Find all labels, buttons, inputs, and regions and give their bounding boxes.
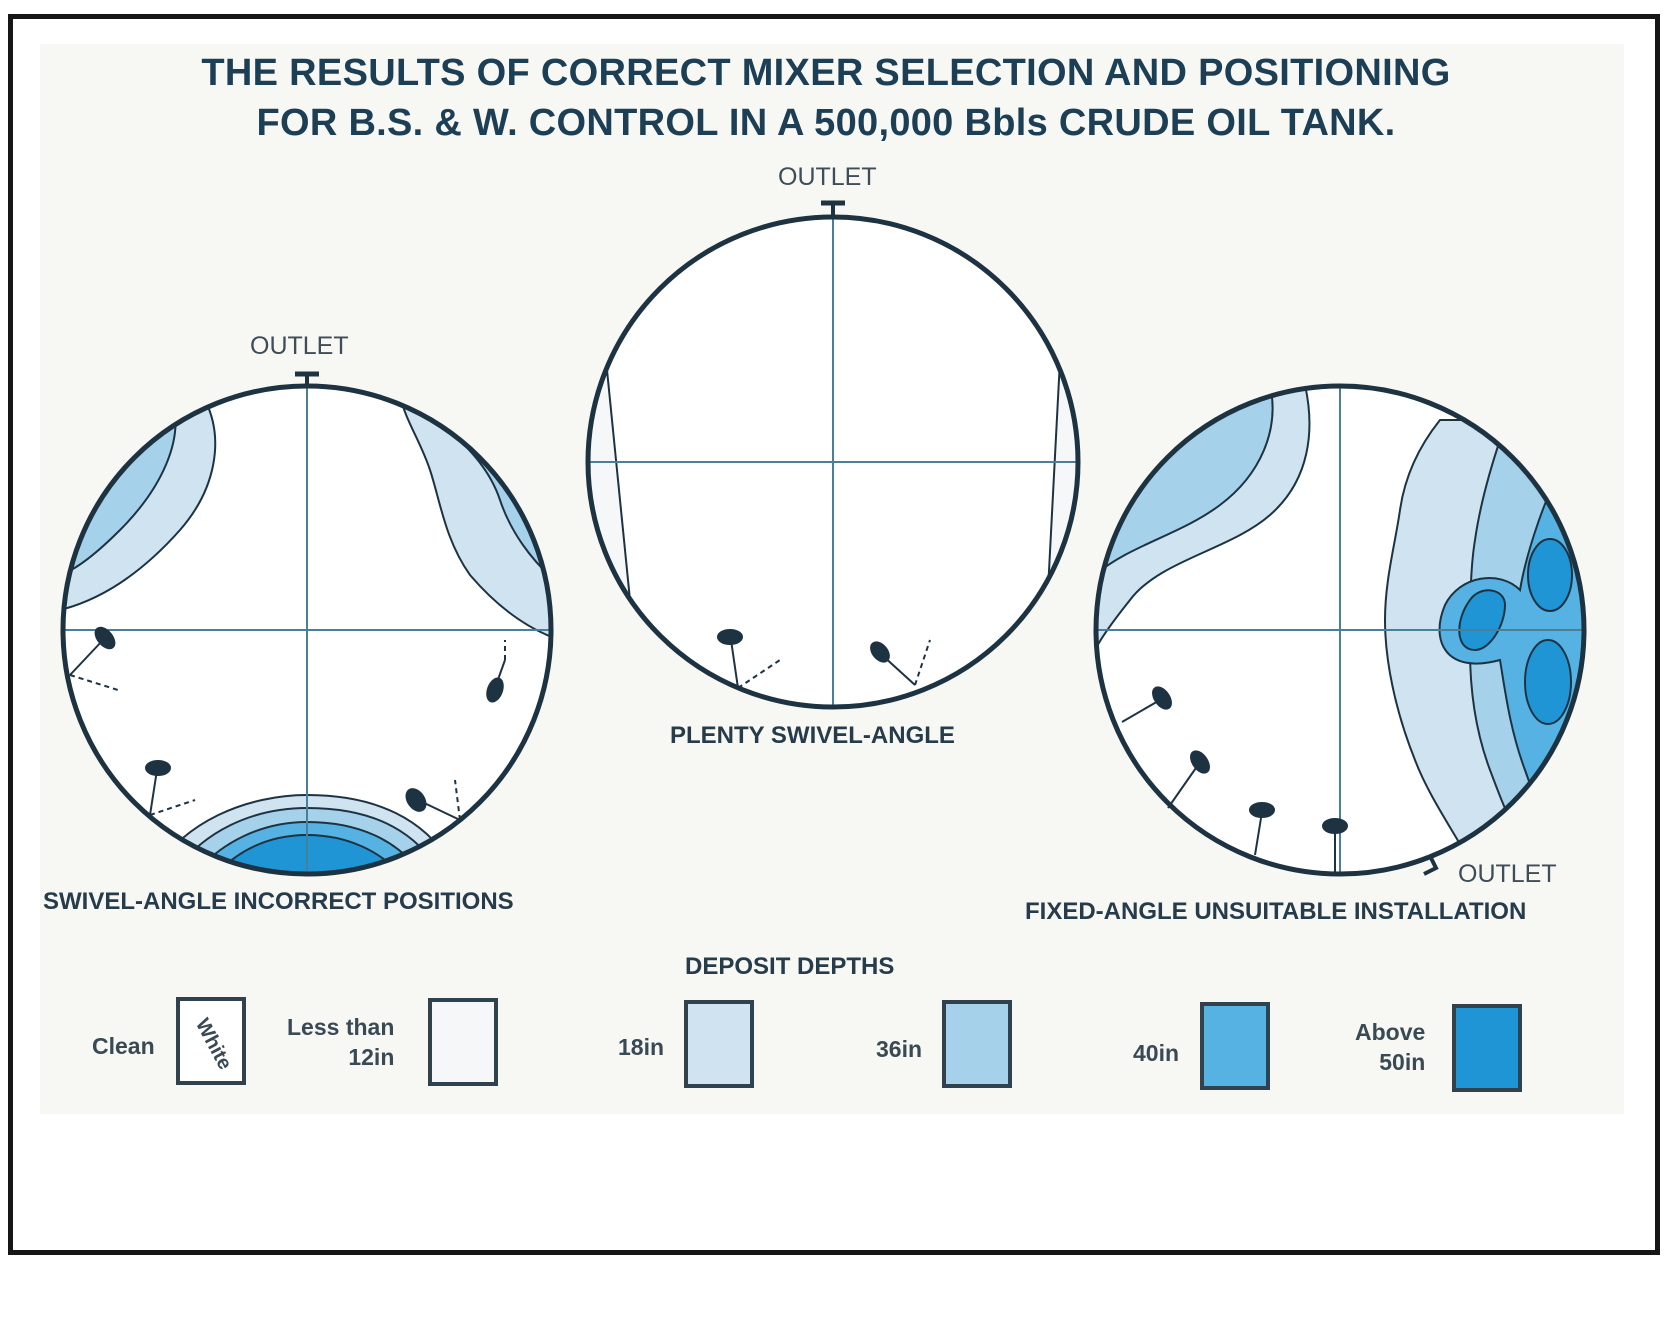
- deposit-above-50in-3: [1524, 639, 1572, 725]
- legend-label-36in: 36in: [876, 1036, 923, 1062]
- tank-left-caption: SWIVEL-ANGLE INCORRECT POSITIONS: [43, 888, 514, 915]
- legend-label-less-than-12in: Less than 12in: [287, 1014, 395, 1070]
- tank-center-mixers: [717, 629, 931, 689]
- legend-swatch-40in: [1200, 1002, 1270, 1090]
- legend-swatch-less-than-12in: [428, 998, 498, 1086]
- legend-swatch-clean-text: White: [190, 1015, 236, 1074]
- title-line-2: FOR B.S. & W. CONTROL IN A 500,000 Bbls …: [256, 102, 1396, 144]
- tank-right-outlet-nozzle: [1423, 855, 1439, 876]
- deposit-above-50in-2: [1527, 538, 1573, 612]
- legend-swatch-36in: [942, 1000, 1012, 1088]
- figure-title: THE RESULTS OF CORRECT MIXER SELECTION A…: [0, 48, 1652, 148]
- legend-swatch-18in: [684, 1000, 754, 1088]
- legend-label-18in: 18in: [618, 1034, 665, 1060]
- tank-right-outlet-label: OUTLET: [1458, 860, 1557, 888]
- legend-title: DEPOSIT DEPTHS: [685, 953, 895, 980]
- legend-swatch-above-50in: [1452, 1004, 1522, 1092]
- tank-right-shell: [1093, 383, 1587, 877]
- tank-center-caption: PLENTY SWIVEL-ANGLE: [670, 722, 955, 749]
- tank-right: [1093, 383, 1587, 877]
- title-line-1: THE RESULTS OF CORRECT MIXER SELECTION A…: [201, 52, 1451, 94]
- deposit-above-50in-1: [1458, 589, 1507, 652]
- tank-right-mixers: [1121, 686, 1348, 872]
- legend-label-above-50in: Above 50in: [1355, 1019, 1426, 1075]
- tank-center: [585, 200, 1081, 710]
- tank-center-outlet-label: OUTLET: [778, 163, 877, 191]
- tank-left: [60, 371, 554, 877]
- legend-swatch-clean: White: [176, 997, 246, 1085]
- tank-left-mixers: [69, 626, 506, 821]
- tank-left-outlet-label: OUTLET: [250, 332, 349, 360]
- legend-label-40in: 40in: [1133, 1040, 1180, 1066]
- tank-right-caption: FIXED-ANGLE UNSUITABLE INSTALLATION: [1025, 898, 1527, 925]
- legend-label-clean: Clean: [92, 1033, 155, 1059]
